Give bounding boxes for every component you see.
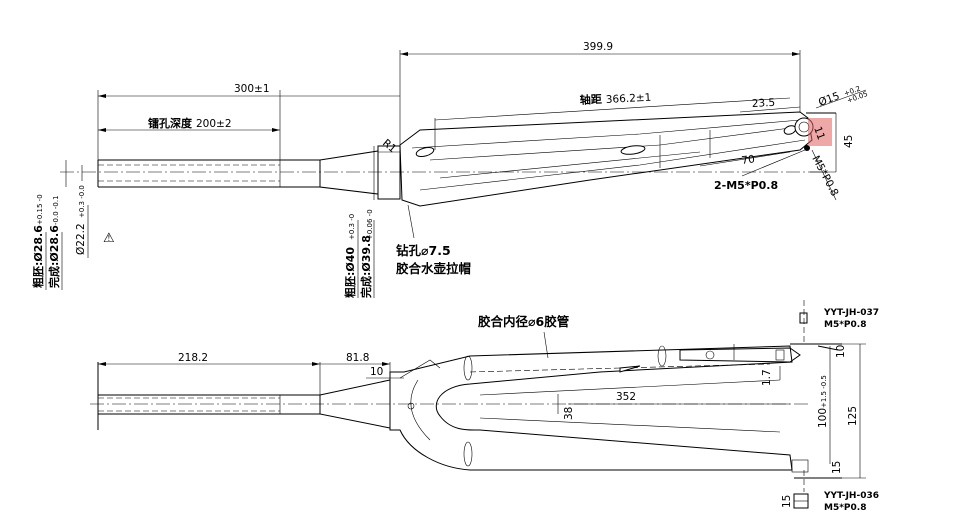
dim-tip-15: 15 (831, 461, 843, 474)
crown-tol-a: +0.3 -0 (348, 214, 356, 240)
dim-tip-10: 10 (835, 345, 847, 358)
steer-inner: Ø22.2 (75, 223, 87, 255)
dim-10: 10 (370, 366, 383, 378)
steer-dia-b: 完成:Ø28.6 (47, 225, 61, 288)
crown-dia-a: 粗胚:Ø40 (343, 247, 357, 298)
dim-overall: 399.9 (583, 41, 613, 53)
dim-11: 11 (811, 125, 827, 142)
side-view: 399.9 300±1 镭孔深度 200±2 轴距 366.2±1 23.5 Ø… (31, 41, 869, 298)
dim-81: 81.8 (346, 352, 369, 364)
part-037-label: YYT-JH-037 (823, 308, 879, 318)
drill-note-2: 胶合水壶拉帽 (396, 261, 471, 276)
drill-slot-2 (620, 145, 646, 155)
warning-icon: ⚠ (103, 231, 115, 246)
dim-depth: 200±2 (196, 118, 232, 130)
fork-top-outline (389, 345, 793, 471)
crown-tol-b: +0.06 -0 (366, 209, 374, 240)
dim-352: 352 (616, 391, 636, 403)
part-037-thread: M5*P0.8 (824, 320, 866, 330)
dim-17: 1.7 (761, 369, 773, 386)
dim-bolts: 2-M5*P0.8 (714, 179, 778, 192)
steer-dia-tol-b: -0.0 -0.1 (52, 195, 60, 225)
dim-dropout-dia: Ø15 (817, 90, 841, 109)
steer-dia-a: 粗胚:Ø28.6 (31, 225, 45, 288)
dim-axle-label: 轴距 (579, 92, 602, 107)
part-036-label: YYT-JH-036 (823, 491, 879, 501)
dim-depth-label: 镭孔深度 (148, 116, 193, 130)
dim-axle: 366.2±1 (606, 92, 652, 106)
dim-38: 38 (563, 407, 575, 420)
steer-dia-tol-a: +0.15 -0 (36, 194, 44, 225)
dim-tip-15b: 15 (781, 495, 793, 508)
steer-inner-tol: +0.3 -0.0 (78, 185, 86, 218)
crown-dia-b: 完成:Ø39.8 (359, 235, 373, 298)
inner-tube-note: 胶合内径⌀6胶管 (478, 314, 569, 329)
dim-125: 125 (847, 406, 859, 426)
part-036-thread: M5*P0.8 (824, 503, 866, 513)
drill-note-1: 钻孔⌀7.5 (396, 243, 451, 258)
dim-70: 70 (741, 153, 756, 167)
crown-hole (407, 402, 415, 410)
part-037-icon (799, 312, 808, 324)
dim-radius: R1 (380, 137, 398, 155)
top-view: 218.2 81.8 10 352 38 10 1.7 100 +1.5 -0.… (90, 300, 879, 513)
dim-steerer: 300±1 (234, 83, 270, 95)
highlight-marker (808, 118, 832, 146)
dim-100-tol: +1.5 -0.5 (820, 375, 828, 408)
drill-slot-1 (415, 146, 435, 158)
m5-bolt-hole (804, 145, 810, 151)
dim-offset: 23.5 (752, 97, 776, 110)
dim-45: 45 (843, 135, 855, 148)
dim-218: 218.2 (178, 352, 208, 364)
dim-100: 100 (817, 408, 829, 428)
